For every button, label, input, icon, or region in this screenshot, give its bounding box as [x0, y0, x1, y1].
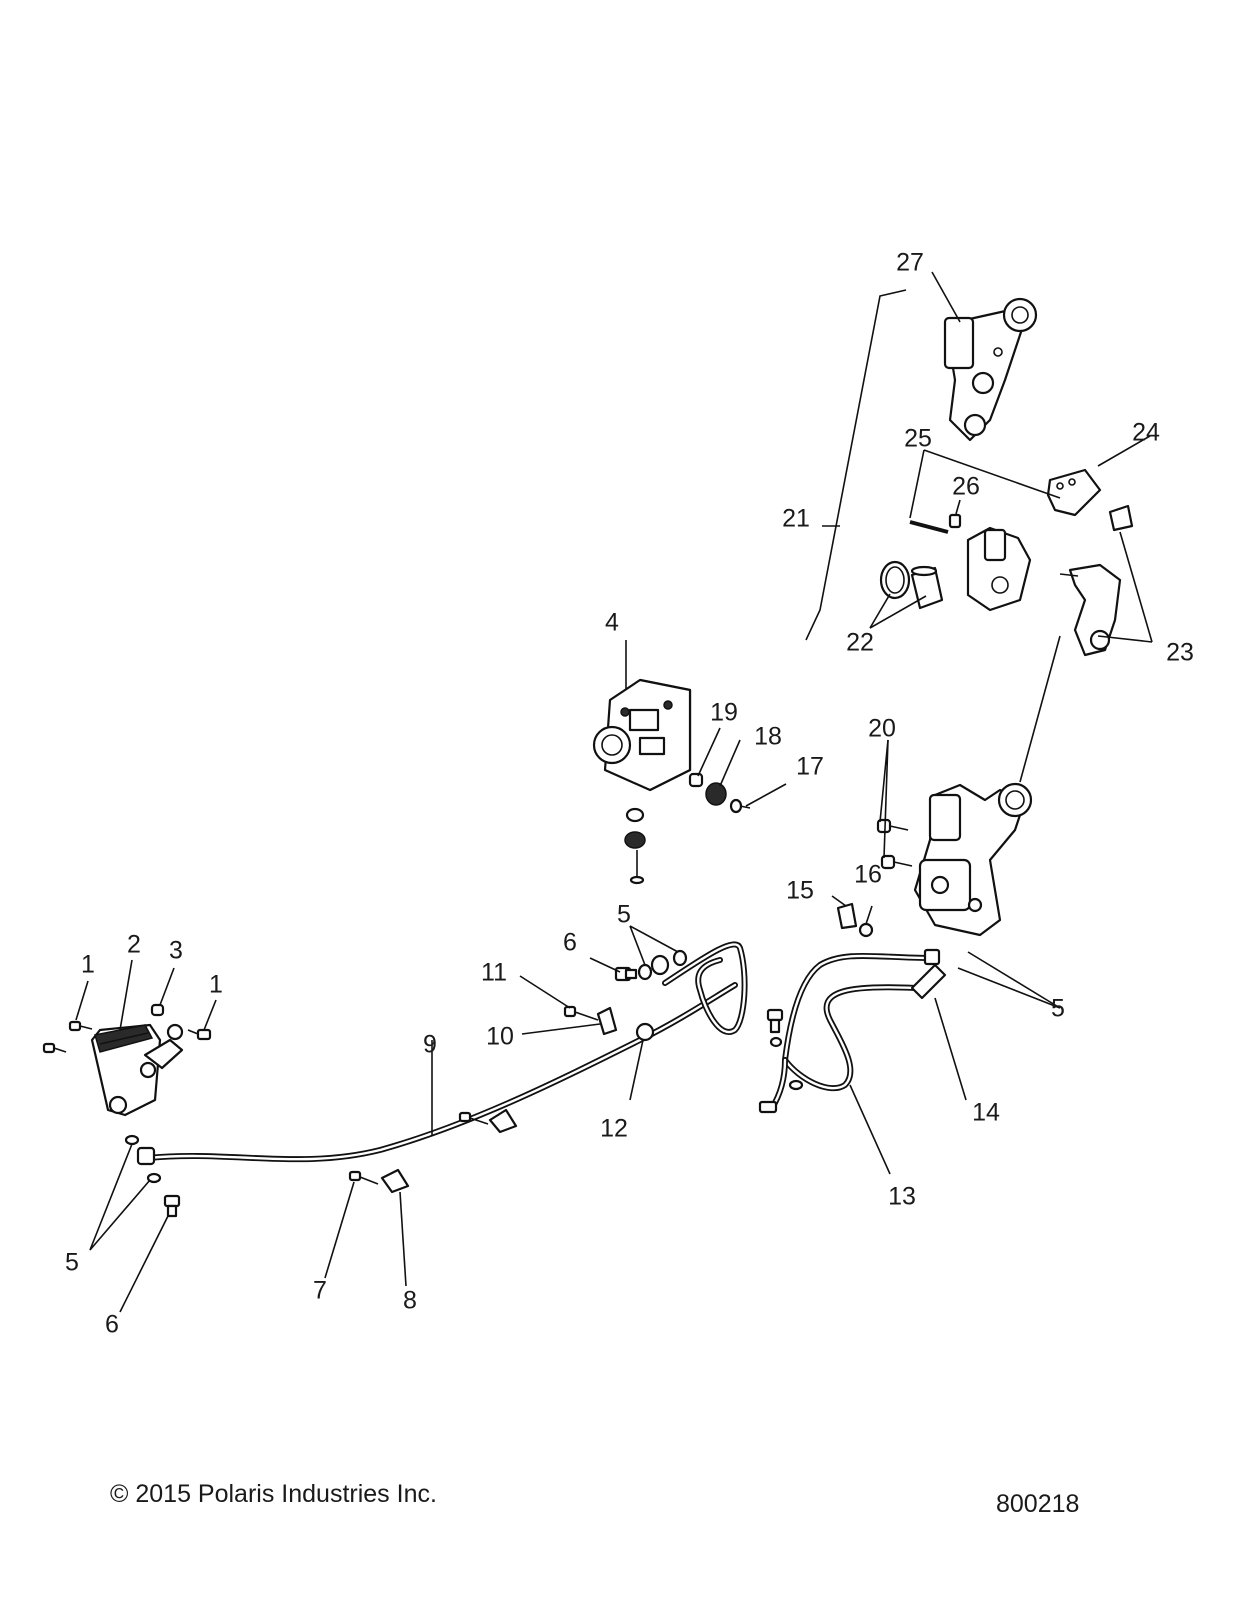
- washer-5-lower-a: [124, 1134, 140, 1146]
- leader-lines: [75, 271, 1153, 1313]
- callout-22: 22: [846, 629, 874, 657]
- abs-module: [592, 678, 692, 792]
- callout-11: 11: [481, 959, 507, 987]
- bolt-16: [858, 922, 874, 938]
- callout-7: 7: [313, 1277, 327, 1305]
- boot-23: [1108, 504, 1134, 532]
- washer-5-lower-b: [146, 1172, 162, 1184]
- callout-1a: 1: [81, 951, 95, 979]
- callout-2: 2: [127, 931, 141, 959]
- washer-rear-a: [769, 1036, 783, 1048]
- bolt-1-left: [68, 1020, 93, 1032]
- callout-25: 25: [904, 425, 932, 453]
- callout-5c: 5: [1051, 995, 1065, 1023]
- callout-10: 10: [486, 1023, 514, 1051]
- abs-loop-line: [662, 941, 748, 1035]
- clip-mid: [488, 1108, 518, 1134]
- callout-27: 27: [896, 249, 924, 277]
- callout-6a: 6: [105, 1311, 119, 1339]
- bleeder-26: [948, 513, 962, 529]
- washer-5-upper-a: [637, 963, 653, 981]
- callout-4: 4: [605, 609, 619, 637]
- clip-15: [836, 902, 858, 930]
- bolt-11: [563, 1005, 599, 1021]
- copyright-text: © 2015 Polaris Industries Inc.: [110, 1480, 437, 1508]
- sleeve-19: [688, 772, 704, 788]
- bolt-7: [348, 1170, 379, 1185]
- grommet-18: [705, 782, 727, 806]
- master-cylinder: [90, 1023, 184, 1117]
- grommet-abs-low: [624, 807, 646, 885]
- callout-19: 19: [710, 699, 738, 727]
- nut-12: [635, 1022, 655, 1042]
- pin-25: [909, 520, 949, 534]
- callout-5b: 5: [617, 901, 631, 929]
- piston-22: [910, 565, 944, 610]
- callout-1b: 1: [209, 971, 223, 999]
- hose-end-rear: [758, 1100, 778, 1114]
- clip-10: [596, 1006, 618, 1036]
- callout-12: 12: [600, 1115, 628, 1143]
- callout-17: 17: [796, 753, 824, 781]
- bolt-mid: [458, 1111, 489, 1125]
- banjo-fitting-lower: [136, 1146, 156, 1166]
- caliper-body: [966, 526, 1032, 612]
- fitting-end-5: [923, 948, 941, 966]
- callout-23: 23: [1166, 639, 1194, 667]
- callout-20: 20: [868, 715, 896, 743]
- callout-3: 3: [169, 937, 183, 965]
- caliper-bracket-27: [943, 297, 1038, 442]
- bolt-20-a: [876, 818, 909, 834]
- bolt-17: [729, 798, 751, 814]
- washer-5-upper-b: [672, 949, 688, 967]
- banjo-fitting-upper: [650, 954, 670, 976]
- seal-22: [879, 560, 911, 600]
- callout-5a: 5: [65, 1249, 79, 1277]
- clip-8: [380, 1168, 410, 1194]
- banjo-bolt-rear: [766, 1008, 784, 1034]
- fitting-14: [910, 963, 947, 1000]
- callout-18: 18: [754, 723, 782, 751]
- callout-6b: 6: [563, 929, 577, 957]
- callout-9: 9: [423, 1031, 437, 1059]
- washer-rear-b: [788, 1079, 804, 1091]
- main-brake-line: [145, 982, 738, 1163]
- callout-16: 16: [854, 861, 882, 889]
- slide-bracket-23: [1059, 563, 1122, 657]
- callout-26: 26: [952, 473, 980, 501]
- diagram-number: 800218: [996, 1490, 1079, 1518]
- bolt-1-left-lower: [42, 1042, 67, 1054]
- rear-brake-hose: [769, 952, 933, 1111]
- nut-3: [150, 1003, 165, 1017]
- callout-14: 14: [972, 1099, 1000, 1127]
- caliper-assembly: [913, 782, 1033, 937]
- pad-clip-24: [1046, 468, 1102, 517]
- callout-21: 21: [782, 505, 810, 533]
- callout-8: 8: [403, 1287, 417, 1315]
- callout-15: 15: [786, 877, 814, 905]
- banjo-bolt-6-lower: [163, 1194, 181, 1218]
- banjo-bolt-6-upper: [614, 966, 638, 982]
- bolt-1-right: [187, 1028, 212, 1041]
- bolt-20-b: [880, 854, 913, 870]
- callout-13: 13: [888, 1183, 916, 1211]
- callout-24: 24: [1132, 419, 1160, 447]
